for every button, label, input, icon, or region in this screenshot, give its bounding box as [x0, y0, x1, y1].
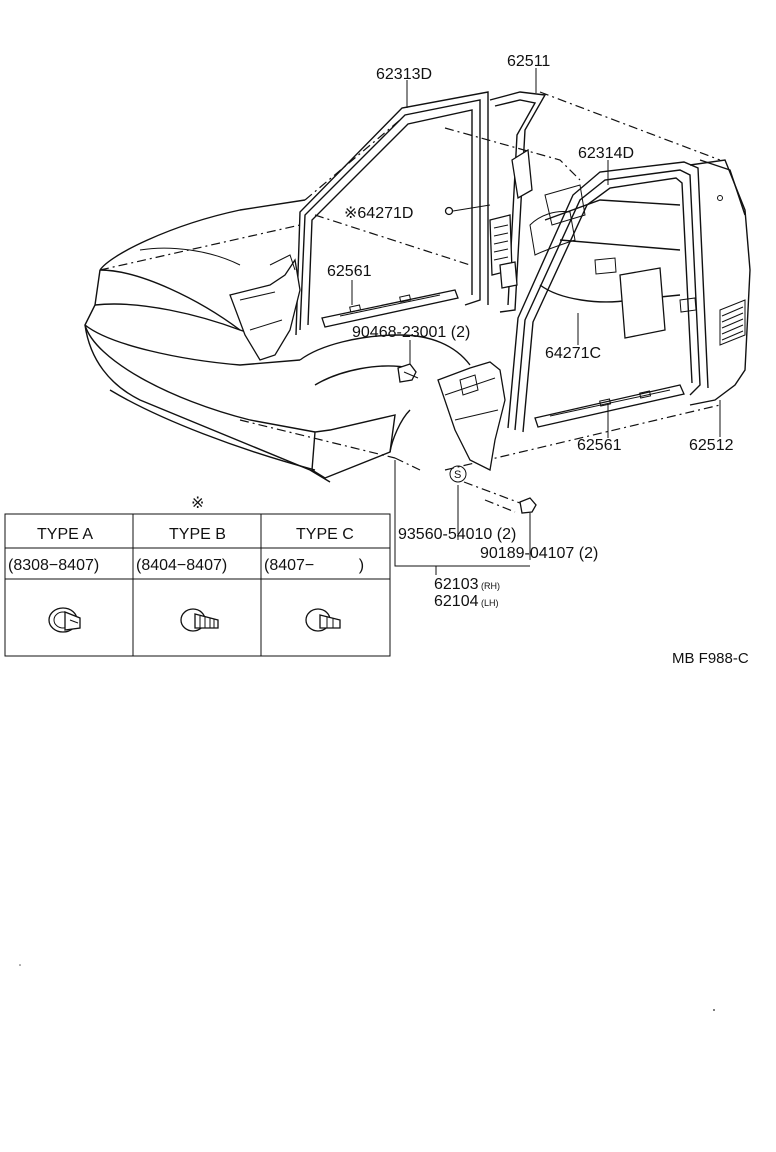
- table-period-type-c: (8407− ): [264, 557, 364, 574]
- label-62104: 62104: [434, 593, 479, 610]
- table-period-type-b: (8404−8407): [136, 557, 227, 574]
- label-62103: 62103: [434, 576, 479, 593]
- part-labels: 62313D 62511 62314D ※64271D 62561 90468-…: [327, 53, 734, 610]
- table-header-type-b: TYPE B: [169, 526, 226, 543]
- rear-quarter-panel: [529, 159, 751, 406]
- table-period-type-a: (8308−8407): [8, 557, 99, 574]
- leader-lines: [351, 68, 721, 575]
- s-marker: S: [454, 469, 461, 481]
- label-62314D: 62314D: [578, 145, 634, 162]
- label-62561-lower: 62561: [577, 437, 622, 454]
- table-header-type-c: TYPE C: [296, 526, 354, 543]
- scuff-plate-front: [321, 289, 459, 328]
- clip-type-c-drawing: [305, 608, 341, 632]
- clip-type-table: ※ TYPE A TYPE B TYPE C (8308−8407) (8404…: [4, 495, 391, 657]
- label-93560-54010: 93560-54010 (2): [398, 526, 516, 543]
- front-door-weatherstrip: [295, 91, 547, 336]
- label-90468-23001: 90468-23001 (2): [352, 324, 470, 341]
- table-header-type-a: TYPE A: [37, 526, 93, 543]
- table-mark: ※: [191, 495, 204, 512]
- label-64271D: ※64271D: [344, 205, 413, 222]
- clip-type-a-drawing: [48, 607, 81, 633]
- label-62313D: 62313D: [376, 66, 432, 83]
- label-62104-suffix: (LH): [481, 598, 499, 608]
- s-marker-circle: [449, 465, 467, 483]
- rear-door-weatherstrip: [507, 161, 709, 433]
- label-64271C: 64271C: [545, 345, 601, 362]
- scan-specks: [19, 964, 715, 1011]
- vehicle-body-outline: [84, 91, 721, 513]
- label-90189-04107: 90189-04107 (2): [480, 545, 598, 562]
- clip-90468: [397, 363, 419, 383]
- clip-64271D: [444, 204, 491, 216]
- clip-type-b-drawing: [180, 608, 219, 632]
- scuff-plate-rear: [534, 384, 685, 428]
- label-62561-upper: 62561: [327, 263, 372, 280]
- kick-panel-left: [229, 254, 301, 361]
- clip-90189: [519, 497, 537, 514]
- kick-panel-right: [437, 361, 506, 471]
- label-62512: 62512: [689, 437, 734, 454]
- diagram-code: MB F988-C: [672, 650, 749, 667]
- label-62103-suffix: (RH): [481, 581, 500, 591]
- label-62511: 62511: [507, 53, 550, 70]
